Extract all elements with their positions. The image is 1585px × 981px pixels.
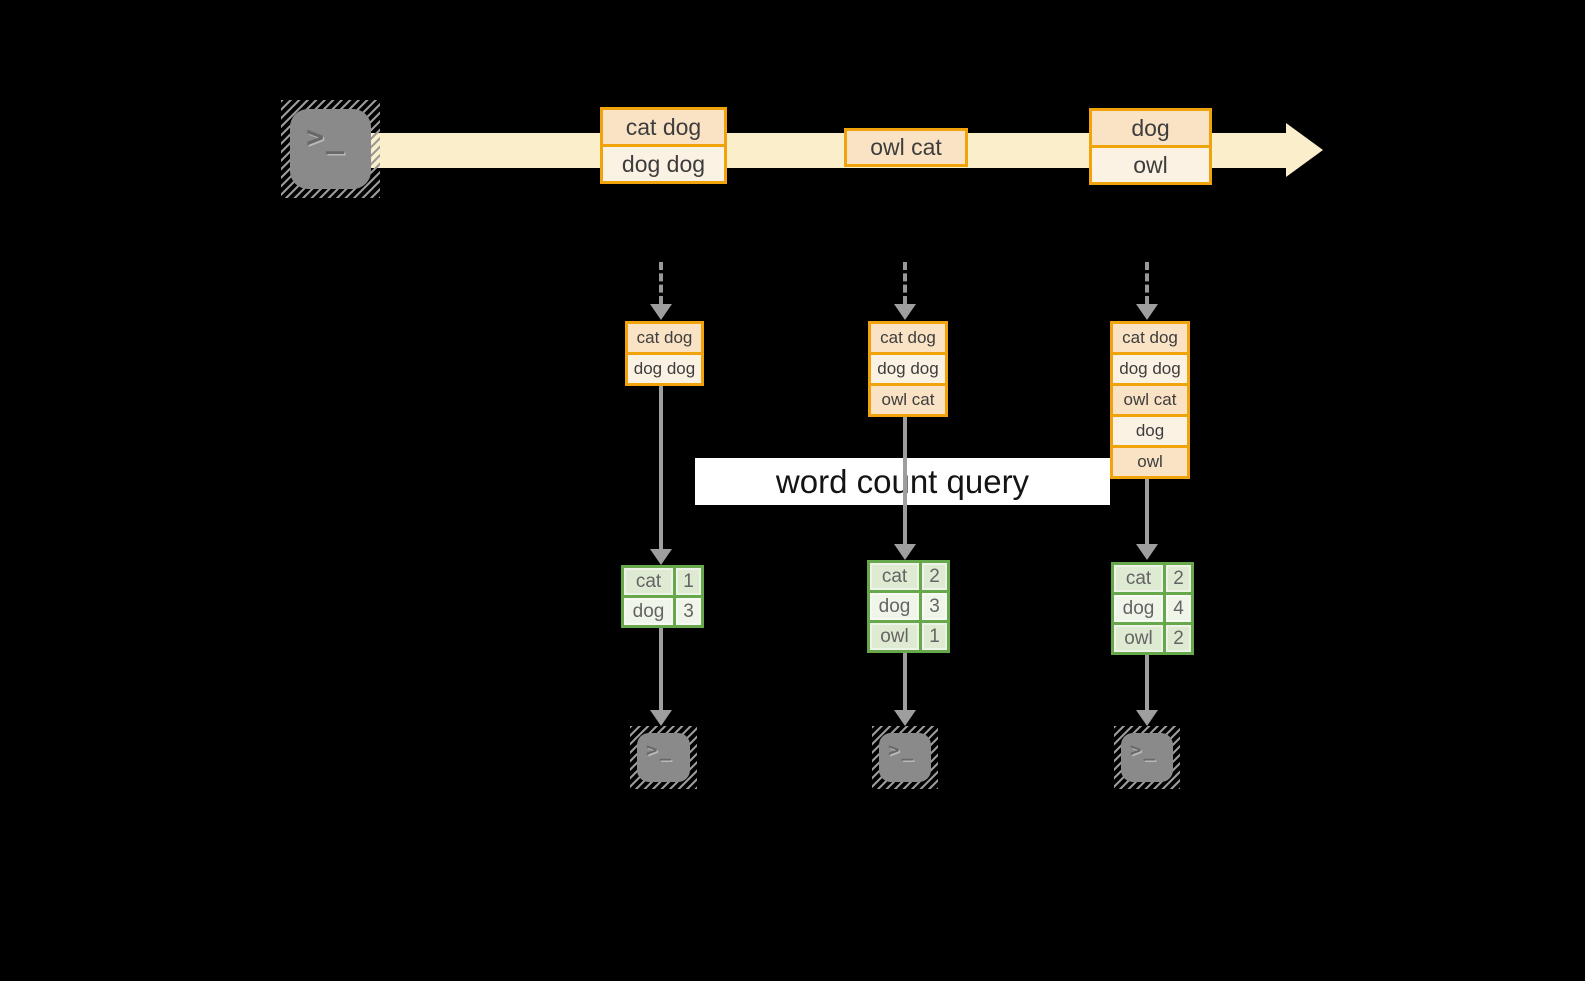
arrow-shaft	[1145, 655, 1149, 710]
word-cell: dog	[870, 593, 919, 620]
record-cell: cat dog	[1113, 324, 1187, 352]
stream-batch-1: cat dog dog dog	[600, 107, 727, 184]
arrow-shaft	[659, 628, 663, 710]
arrowhead-icon	[650, 304, 672, 320]
word-cell: dog	[1114, 595, 1163, 622]
terminal-sink-icon-2: >_	[872, 726, 938, 789]
count-cell: 2	[1166, 625, 1191, 652]
arrowhead-icon	[894, 304, 916, 320]
arrowhead-icon	[1136, 304, 1158, 320]
word-cell: owl	[870, 623, 919, 650]
record-cell: cat dog	[603, 110, 724, 144]
terminal-prompt-glyph: >_	[888, 739, 915, 761]
count-cell: 2	[922, 563, 947, 590]
arrowhead-icon	[894, 544, 916, 560]
stream-arrowhead-icon	[1286, 123, 1323, 177]
arrow-shaft	[903, 262, 907, 304]
arrow-shaft	[659, 262, 663, 304]
record-cell: dog	[1092, 111, 1209, 145]
word-cell: cat	[870, 563, 919, 590]
arrowhead-icon	[650, 710, 672, 726]
query-arrow-3	[1136, 479, 1158, 560]
record-cell: owl cat	[847, 131, 965, 164]
terminal-prompt-glyph: >_	[1130, 739, 1157, 761]
terminal-screen: >_	[290, 109, 371, 189]
output-arrow-1	[650, 628, 672, 726]
output-arrow-2	[894, 653, 916, 726]
arrow-shaft	[903, 417, 907, 544]
stream-batch-2: owl cat	[844, 128, 968, 167]
terminal-source-icon: >_	[281, 100, 380, 198]
record-cell: owl	[1113, 448, 1187, 476]
record-cell: dog dog	[603, 147, 724, 181]
count-cell: 2	[1166, 565, 1191, 592]
stream-batch-3: dog owl	[1089, 108, 1212, 185]
count-cell: 4	[1166, 595, 1191, 622]
count-cell: 1	[676, 568, 701, 595]
terminal-sink-icon-3: >_	[1114, 726, 1180, 789]
arrow-shaft	[1145, 262, 1149, 304]
arrowhead-icon	[894, 710, 916, 726]
record-cell: owl cat	[871, 386, 945, 414]
terminal-screen: >_	[1121, 733, 1173, 782]
terminal-prompt-glyph: >_	[646, 739, 673, 761]
word-cell: dog	[624, 598, 673, 625]
word-count-table-3: cat 2 dog 4 owl 2	[1111, 562, 1194, 655]
record-cell: dog dog	[1113, 355, 1187, 383]
count-cell: 3	[922, 593, 947, 620]
terminal-screen: >_	[879, 733, 931, 782]
terminal-sink-icon-1: >_	[630, 726, 697, 789]
arrow-shaft	[659, 386, 663, 549]
output-arrow-3	[1136, 655, 1158, 726]
trigger-arrow-1	[650, 262, 672, 320]
word-count-table-2: cat 2 dog 3 owl 1	[867, 560, 950, 653]
record-cell: dog dog	[628, 355, 701, 383]
accumulated-input-1: cat dog dog dog	[625, 321, 704, 386]
arrow-shaft	[903, 653, 907, 710]
record-cell: cat dog	[628, 324, 701, 352]
terminal-prompt-glyph: >_	[306, 120, 347, 155]
trigger-arrow-3	[1136, 262, 1158, 320]
query-label: word count query	[695, 458, 1110, 505]
accumulated-input-3: cat dog dog dog owl cat dog owl	[1110, 321, 1190, 479]
record-cell: owl	[1092, 148, 1209, 182]
count-cell: 3	[676, 598, 701, 625]
record-cell: dog dog	[871, 355, 945, 383]
trigger-arrow-2	[894, 262, 916, 320]
arrow-shaft	[1145, 479, 1149, 544]
word-cell: owl	[1114, 625, 1163, 652]
record-cell: dog	[1113, 417, 1187, 445]
query-arrow-1	[650, 386, 672, 565]
arrowhead-icon	[1136, 710, 1158, 726]
record-cell: cat dog	[871, 324, 945, 352]
count-cell: 1	[922, 623, 947, 650]
word-cell: cat	[1114, 565, 1163, 592]
arrowhead-icon	[1136, 544, 1158, 560]
word-count-table-1: cat 1 dog 3	[621, 565, 704, 628]
accumulated-input-2: cat dog dog dog owl cat	[868, 321, 948, 417]
word-cell: cat	[624, 568, 673, 595]
terminal-screen: >_	[637, 733, 690, 782]
query-arrow-2	[894, 417, 916, 560]
arrowhead-icon	[650, 549, 672, 565]
record-cell: owl cat	[1113, 386, 1187, 414]
